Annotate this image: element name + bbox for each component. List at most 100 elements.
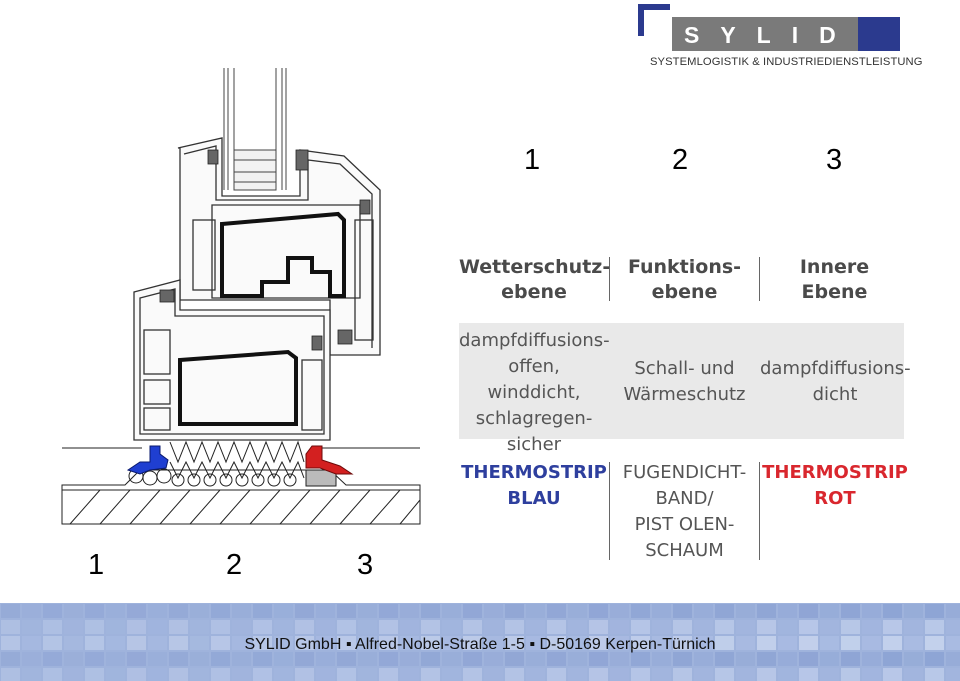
footer-tile: [400, 636, 419, 650]
footer-tile: [631, 668, 650, 681]
footer-tile: [379, 652, 398, 666]
footer-tile: [736, 620, 755, 634]
footer-tile: [442, 604, 461, 618]
footer-tile: [505, 636, 524, 650]
footer-tile: [610, 604, 629, 618]
header-col3-line2: Ebene: [801, 281, 868, 303]
footer-tile: [316, 620, 335, 634]
footer-tile: [337, 604, 356, 618]
footer-tile: [715, 636, 734, 650]
footer-tile: [127, 620, 146, 634]
footer-tile: [358, 620, 377, 634]
footer-tile: [43, 604, 62, 618]
description-col1-line2: offen, winddicht,: [487, 356, 581, 403]
footer-tile: [526, 668, 545, 681]
footer-tile: [274, 620, 293, 634]
description-col1: dampfdiffusions- offen, winddicht, schla…: [459, 328, 610, 458]
footer-tile: [274, 604, 293, 618]
footer-tile: [442, 620, 461, 634]
number-top-3: 3: [826, 144, 843, 176]
footer-tile: [673, 652, 692, 666]
footer-tile: [673, 620, 692, 634]
footer-tile: [862, 604, 881, 618]
footer-tile: [673, 636, 692, 650]
footer-tile: [757, 604, 776, 618]
description-col1-line1: dampfdiffusions-: [459, 330, 610, 351]
footer-tile: [127, 636, 146, 650]
footer-tile: [757, 620, 776, 634]
footer-tile: [64, 604, 83, 618]
footer-tile: [379, 620, 398, 634]
footer-tile: [652, 604, 671, 618]
product-col2-line2: BAND/: [655, 488, 714, 509]
footer-tile: [883, 620, 902, 634]
footer-tile: [148, 620, 167, 634]
footer-tile: [337, 620, 356, 634]
footer-address: SYLID GmbH ▪ Alfred-Nobel-Straße 1-5 ▪ D…: [244, 636, 716, 653]
footer-tile: [295, 668, 314, 681]
footer-tile: [22, 636, 41, 650]
number-bottom-1: 1: [88, 549, 105, 581]
footer-tile: [232, 636, 251, 650]
footer-tile: [169, 652, 188, 666]
footer-tile: [946, 620, 960, 634]
footer-tile: [610, 636, 629, 650]
footer-tile: [862, 652, 881, 666]
footer-tile: [1, 636, 20, 650]
footer-tile: [778, 604, 797, 618]
footer-tile: [631, 636, 650, 650]
footer-tile: [148, 668, 167, 681]
footer-tile: [820, 604, 839, 618]
footer-tile: [295, 620, 314, 634]
joint-foam: [128, 440, 337, 487]
divider-header-1: [609, 257, 610, 301]
footer-tile: [652, 620, 671, 634]
footer-tile: [106, 620, 125, 634]
footer-tile: [484, 652, 503, 666]
footer-tile: [442, 668, 461, 681]
footer-tile: [757, 636, 776, 650]
description-col3-line1: dampfdiffusions-: [760, 358, 911, 379]
footer-tile: [862, 636, 881, 650]
footer-tile: [799, 604, 818, 618]
footer-tile: [295, 636, 314, 650]
footer-tile: [505, 652, 524, 666]
footer-tile: [883, 604, 902, 618]
footer-tile: [106, 652, 125, 666]
footer-tile: [463, 620, 482, 634]
footer-tile: [820, 652, 839, 666]
footer-tile: [715, 668, 734, 681]
description-col3-line2: dicht: [812, 384, 858, 405]
footer-tile: [862, 620, 881, 634]
footer-tile: [211, 604, 230, 618]
footer-tile: [316, 668, 335, 681]
description-col2-line2: Wärmeschutz: [623, 384, 746, 405]
header-col2-line2: ebene: [651, 281, 718, 303]
logo-tagline: SYSTEMLOGISTIK & INDUSTRIEDIENSTLEISTUNG: [650, 56, 923, 68]
footer-tile: [358, 652, 377, 666]
footer-tile: [442, 636, 461, 650]
number-bottom-2: 2: [226, 549, 243, 581]
footer-tile: [190, 620, 209, 634]
footer-tile: [274, 652, 293, 666]
thermostrip-red-seal: [305, 445, 354, 475]
footer-tile: [589, 652, 608, 666]
footer-tile: [799, 636, 818, 650]
footer-tile: [253, 652, 272, 666]
logo-band: SYLID: [672, 17, 900, 51]
footer-tile: [85, 668, 104, 681]
footer-tile: [211, 668, 230, 681]
footer-tile: [547, 668, 566, 681]
window-profile-cross-section: [61, 68, 421, 525]
footer-tile: [274, 636, 293, 650]
footer-tile: [106, 604, 125, 618]
footer-tile: [736, 636, 755, 650]
product-col2: FUGENDICHT- BAND/ PIST OLEN- SCHAUM: [612, 460, 757, 564]
footer-tile: [778, 636, 797, 650]
footer-tile: [946, 604, 960, 618]
footer-tile: [337, 668, 356, 681]
footer-tile: [463, 668, 482, 681]
number-top-2: 2: [672, 144, 689, 176]
logo-wordmark: SYLID: [684, 22, 857, 48]
gasket-details: [159, 149, 371, 351]
